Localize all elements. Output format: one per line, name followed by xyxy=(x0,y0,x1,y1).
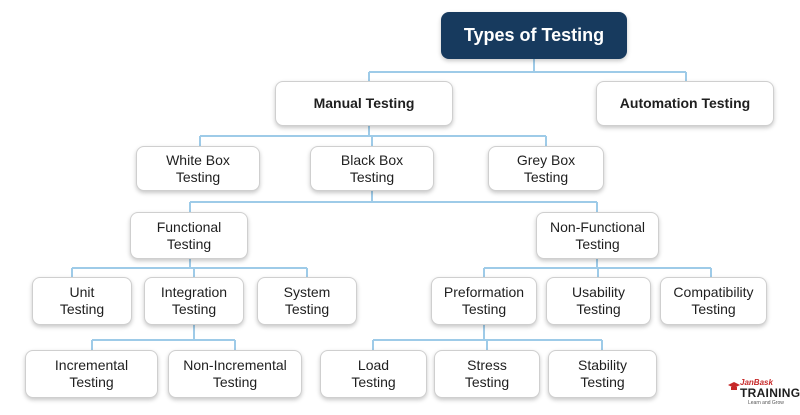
node-load-testing: Load Testing xyxy=(320,350,427,398)
node-system-testing: System Testing xyxy=(257,277,357,325)
node-usability-testing: Usability Testing xyxy=(546,277,651,325)
logo-wordmark: TRAINING xyxy=(740,386,800,400)
node-functional-testing: Functional Testing xyxy=(130,212,248,259)
node-black-box-testing: Black Box Testing xyxy=(310,146,434,191)
node-white-box-testing: White Box Testing xyxy=(136,146,260,191)
node-unit-testing: Unit Testing xyxy=(32,277,132,325)
graduation-cap-icon xyxy=(728,382,740,390)
node-stability-testing: Stability Testing xyxy=(548,350,657,398)
node-incremental-testing: Incremental Testing xyxy=(25,350,158,398)
logo-tagline: Learn and Grow xyxy=(748,400,784,406)
node-non-incremental-testing: Non-Incremental Testing xyxy=(168,350,302,398)
janbask-training-logo: JanBask TRAINING Learn and Grow xyxy=(728,378,800,408)
node-integration-testing: Integration Testing xyxy=(144,277,244,325)
node-manual-testing: Manual Testing xyxy=(275,81,453,126)
node-automation-testing: Automation Testing xyxy=(596,81,774,126)
node-preformation-testing: Preformation Testing xyxy=(431,277,537,325)
node-types-of-testing: Types of Testing xyxy=(441,12,627,59)
node-stress-testing: Stress Testing xyxy=(434,350,540,398)
node-grey-box-testing: Grey Box Testing xyxy=(488,146,604,191)
logo-brand: JanBask xyxy=(740,378,773,387)
node-non-functional-testing: Non-Functional Testing xyxy=(536,212,659,259)
node-compatibility-testing: Compatibility Testing xyxy=(660,277,767,325)
